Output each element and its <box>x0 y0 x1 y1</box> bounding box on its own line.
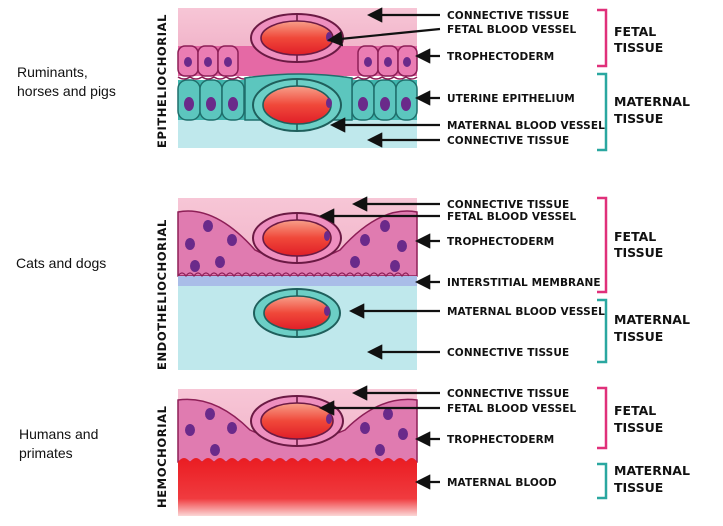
maternal-tissue-label: TISSUE <box>614 111 663 126</box>
maternal-blood <box>178 458 417 516</box>
label-connective-tissue: CONNECTIVE TISSUE <box>447 199 569 211</box>
tissue-labels: FETAL TISSUE MATERNAL TISSUE FETAL TISSU… <box>614 24 690 495</box>
label-interstitial-membrane: INTERSTITIAL MEMBRANE <box>447 277 601 289</box>
maternal-tissue-label: MATERNAL <box>614 94 690 109</box>
fetal-tissue-label: TISSUE <box>614 420 663 435</box>
panel-epitheliochorial <box>177 8 418 148</box>
fetal-bracket <box>597 386 608 450</box>
label-fetal-blood-vessel: FETAL BLOOD VESSEL <box>447 211 577 223</box>
fetal-blood-vessel <box>250 395 344 447</box>
label-fetal-blood-vessel: FETAL BLOOD VESSEL <box>447 403 577 415</box>
label-trophectoderm: TROPHECTODERM <box>447 51 554 63</box>
maternal-bracket <box>597 462 608 500</box>
species-label-hemochorial: Humans and primates <box>19 426 99 461</box>
label-arrows <box>318 7 441 490</box>
vertical-label-endotheliochorial: ENDOTHELIOCHORIAL <box>155 219 169 370</box>
label-uterine-epithelium: UTERINE EPITHELIUM <box>447 93 575 105</box>
fetal-tissue-label: FETAL <box>614 24 656 39</box>
label-trophectoderm: TROPHECTODERM <box>447 236 554 248</box>
maternal-tissue-label: TISSUE <box>614 480 663 495</box>
label-trophectoderm: TROPHECTODERM <box>447 434 554 446</box>
tissue-brackets <box>597 8 608 500</box>
fetal-tissue-label: TISSUE <box>614 40 663 55</box>
fetal-tissue-label: FETAL <box>614 229 656 244</box>
fetal-blood-vessel <box>252 212 342 264</box>
vertical-label-hemochorial: HEMOCHORIAL <box>155 405 169 508</box>
interstitial-membrane <box>178 276 417 286</box>
panel-2-labels: CONNECTIVE TISSUE FETAL BLOOD VESSEL TRO… <box>447 199 605 359</box>
maternal-bracket <box>597 72 608 152</box>
label-connective-tissue: CONNECTIVE TISSUE <box>447 388 569 400</box>
label-connective-tissue: CONNECTIVE TISSUE <box>447 347 569 359</box>
label-maternal-blood-vessel: MATERNAL BLOOD VESSEL <box>447 120 605 132</box>
fetal-blood-vessel <box>250 13 344 63</box>
maternal-blood-vessel <box>252 78 342 132</box>
maternal-blood-vessel <box>253 288 341 338</box>
label-connective-tissue: CONNECTIVE TISSUE <box>447 10 569 22</box>
species-label-epitheliochorial: Ruminants, horses and pigs <box>17 64 116 99</box>
label-maternal-blood-vessel: MATERNAL BLOOD VESSEL <box>447 306 605 318</box>
species-label-endotheliochorial: Cats and dogs <box>16 255 107 271</box>
fetal-tissue-label: TISSUE <box>614 245 663 260</box>
fetal-tissue-label: FETAL <box>614 403 656 418</box>
maternal-tissue-label: MATERNAL <box>614 312 690 327</box>
maternal-tissue-label: TISSUE <box>614 329 663 344</box>
label-maternal-blood: MATERNAL BLOOD <box>447 477 557 489</box>
maternal-tissue-label: MATERNAL <box>614 463 690 478</box>
maternal-bracket <box>597 298 608 364</box>
panel-hemochorial <box>177 389 418 516</box>
panel-1-labels: CONNECTIVE TISSUE FETAL BLOOD VESSEL TRO… <box>447 10 605 147</box>
fetal-bracket <box>597 196 608 294</box>
vertical-label-epitheliochorial: EPITHELIOCHORIAL <box>155 14 169 148</box>
panel-3-labels: CONNECTIVE TISSUE FETAL BLOOD VESSEL TRO… <box>447 388 577 489</box>
label-connective-tissue: CONNECTIVE TISSUE <box>447 135 569 147</box>
fetal-bracket <box>597 8 608 68</box>
label-fetal-blood-vessel: FETAL BLOOD VESSEL <box>447 24 577 36</box>
panel-endotheliochorial <box>177 198 418 370</box>
